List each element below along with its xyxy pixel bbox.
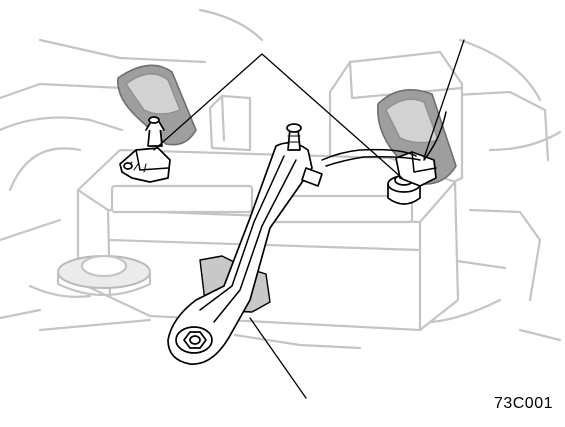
callout-leaders	[153, 39, 465, 399]
positive-terminal	[321, 111, 447, 205]
negative-terminal-cover	[117, 64, 197, 146]
engine-bay-background	[0, 8, 562, 350]
hold-down-clamp	[167, 123, 323, 365]
leader-clamp	[249, 317, 307, 399]
positive-terminal-cover	[376, 88, 457, 185]
figure-code: 73C001	[493, 395, 553, 412]
leader-positive-cover	[423, 39, 465, 159]
negative-terminal	[119, 116, 171, 183]
leader-terminals	[153, 53, 403, 179]
